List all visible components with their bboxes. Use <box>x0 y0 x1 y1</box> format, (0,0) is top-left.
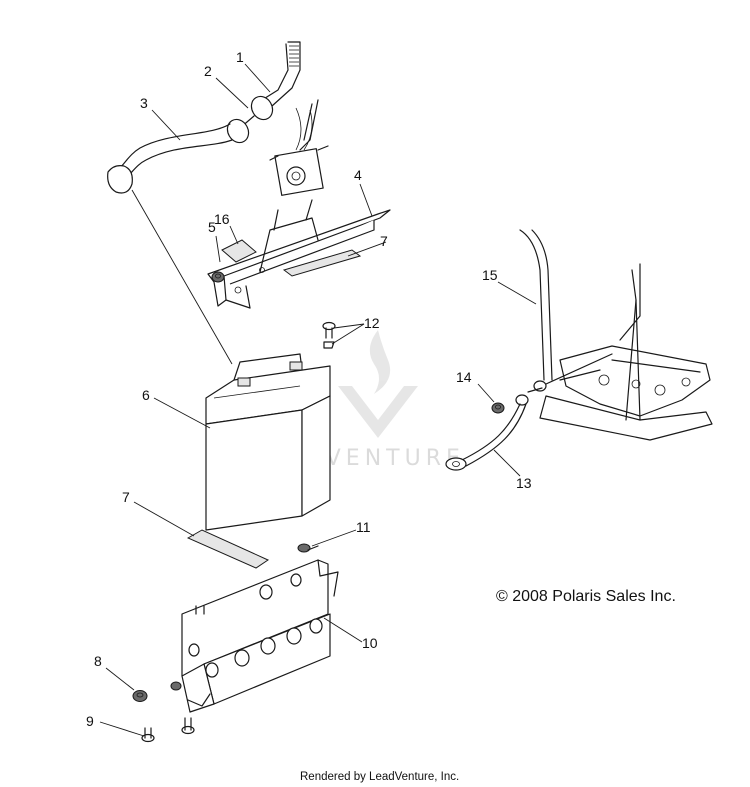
part-9-bolt-mounted <box>181 717 195 735</box>
callout-13: 13 <box>516 475 532 491</box>
part-7-pad-upper <box>282 249 362 277</box>
solenoid <box>269 99 329 196</box>
leader-lines <box>99 63 537 737</box>
callout-5: 5 <box>208 219 216 235</box>
callout-9: 9 <box>86 713 94 729</box>
part-6-battery <box>205 353 331 531</box>
callout-8: 8 <box>94 653 102 669</box>
part-15-cable <box>533 353 613 392</box>
callout-2: 2 <box>204 63 212 79</box>
copyright-notice: © 2008 Polaris Sales Inc. <box>496 588 676 605</box>
part-12-screw <box>322 321 336 349</box>
footer-credit: Rendered by LeadVenture, Inc. <box>300 771 459 783</box>
callout-7-lower: 7 <box>122 489 130 505</box>
part-13-cable <box>445 387 543 471</box>
frame <box>519 229 713 441</box>
part-11-bolt <box>297 543 319 553</box>
part-8-nut <box>132 690 148 702</box>
part-5-nut <box>211 271 225 283</box>
callout-labels: 1 2 3 4 5 16 7 12 6 7 11 10 8 9 14 15 13 <box>86 49 532 729</box>
callout-12: 12 <box>364 315 380 331</box>
callout-15: 15 <box>482 267 498 283</box>
callout-11: 11 <box>356 519 371 535</box>
callout-14: 14 <box>456 369 472 385</box>
callout-6: 6 <box>142 387 150 403</box>
callout-10: 10 <box>362 635 378 651</box>
part-16-label <box>221 239 257 263</box>
part-7-pad-lower <box>186 529 270 569</box>
callout-4: 4 <box>354 167 362 183</box>
part-3-cable <box>107 118 250 194</box>
part-9-bolt <box>141 727 155 743</box>
part-14-nut <box>491 402 505 414</box>
part-10-battery-box <box>181 559 339 713</box>
callout-3: 3 <box>140 95 148 111</box>
callout-16: 16 <box>214 211 230 227</box>
callout-7-upper: 7 <box>380 233 388 249</box>
part-8-nut-mounted <box>170 681 182 691</box>
callout-1: 1 <box>236 49 244 65</box>
part-1-cable <box>239 41 301 129</box>
